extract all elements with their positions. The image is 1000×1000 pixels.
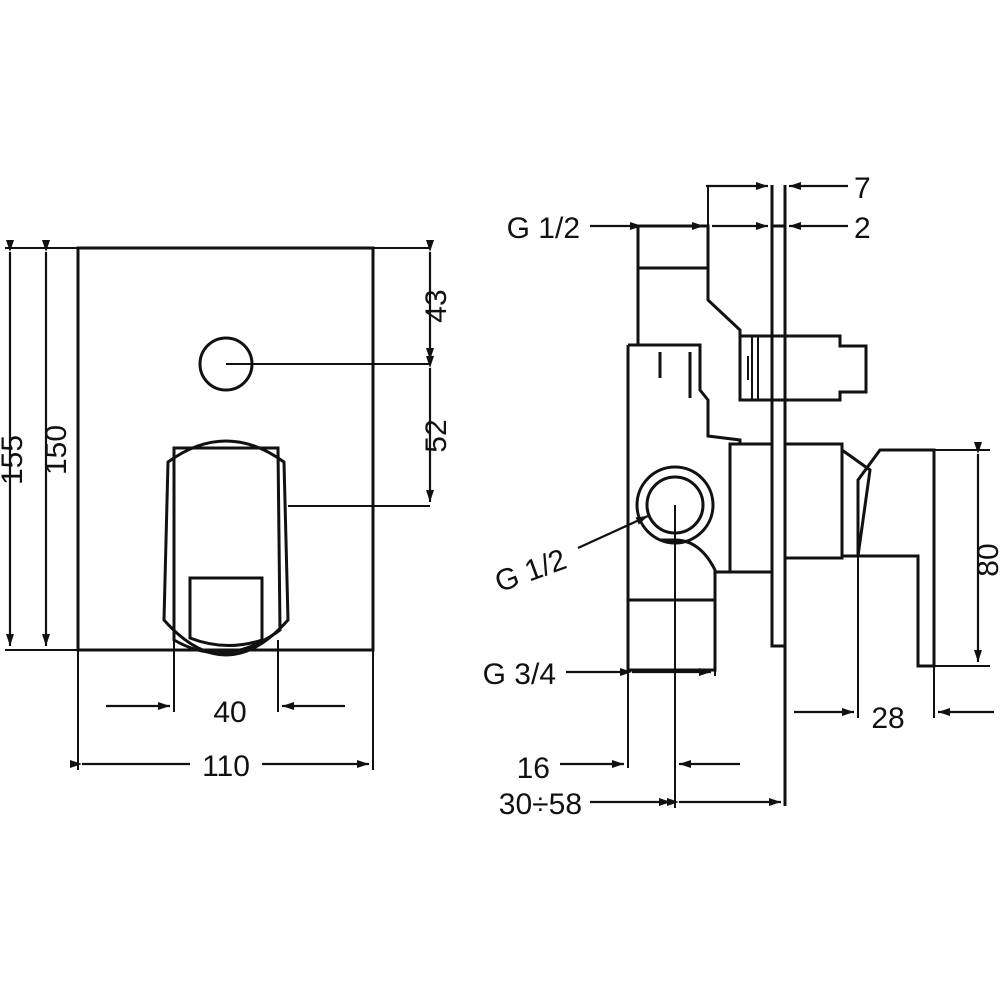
dim-80: 80 — [972, 543, 1000, 576]
dim-28: 28 — [871, 702, 904, 735]
side-plate — [770, 224, 787, 648]
label-inlet-side: G 1/2 — [491, 543, 571, 599]
top-inlet — [636, 224, 710, 270]
handle-lever — [172, 446, 282, 655]
side-view: 7 2 G 1/2 G 1/2 G 3/4 80 28 16 30÷58 — [483, 172, 1000, 821]
dim-16: 16 — [517, 752, 550, 785]
dim-7: 7 — [854, 172, 871, 205]
dim-150: 150 — [40, 425, 73, 475]
cover-plate — [76, 246, 375, 652]
handle-escutcheon — [162, 439, 290, 657]
dim-2: 2 — [854, 212, 871, 245]
cartridge — [728, 442, 774, 574]
dim-43: 43 — [420, 289, 453, 322]
dim-155: 155 — [0, 435, 29, 485]
label-outlet: G 3/4 — [483, 658, 556, 691]
side-lever — [856, 448, 936, 668]
dim-30-58: 30÷58 — [499, 788, 582, 821]
label-inlet-top: G 1/2 — [507, 212, 580, 245]
dim-110: 110 — [202, 750, 250, 783]
bottom-outlet — [626, 598, 717, 672]
front-view: 155 150 43 52 40 110 — [0, 240, 453, 783]
valve-body — [626, 343, 742, 582]
dim-40: 40 — [213, 696, 246, 729]
dim-52: 52 — [420, 419, 453, 452]
outlet-elbow — [626, 538, 717, 602]
